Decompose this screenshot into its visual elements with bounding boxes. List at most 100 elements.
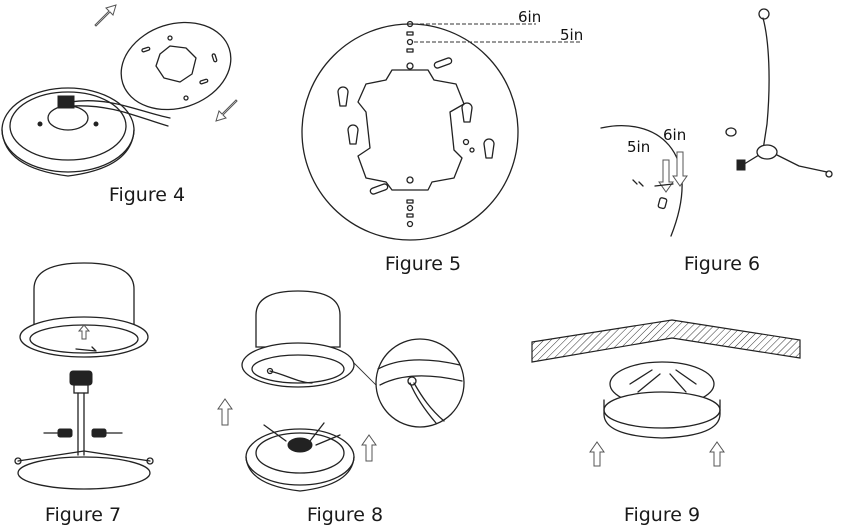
mounting-slot <box>211 53 218 63</box>
screw-icon <box>632 179 644 187</box>
dimension-label-6in: 6in <box>518 8 541 26</box>
mounting-slot-small <box>406 48 414 53</box>
up-arrow-icon <box>217 398 233 426</box>
mounting-hole <box>406 176 414 184</box>
lift-arrow-icon <box>215 99 238 122</box>
mounting-hole-6in <box>406 20 414 28</box>
cable-hook <box>758 8 770 20</box>
oval-slot <box>369 183 389 195</box>
detail-cable-hook <box>407 376 417 386</box>
down-arrow-icon <box>658 159 674 193</box>
ceiling-section <box>531 319 801 363</box>
oval-slot <box>433 57 453 69</box>
dome-trim-inner <box>251 354 345 384</box>
figure-9: Figure 9 <box>520 300 844 529</box>
detail-safety-cable <box>413 382 445 422</box>
detail-safety-cable <box>409 382 437 424</box>
detail-inset <box>375 338 465 428</box>
dome-trim-ring <box>241 342 355 388</box>
up-arrow-icon <box>709 441 725 467</box>
figure-6: 5in 6in Figure 6 <box>595 0 844 285</box>
quick-connector <box>69 370 93 386</box>
ceiling-edge-curve <box>600 125 683 237</box>
figure-4-drawing <box>1 4 238 177</box>
figure-8-caption: Figure 8 <box>306 504 384 526</box>
up-arrow-icon <box>361 434 377 462</box>
figure-8: Figure 8 <box>200 285 500 529</box>
mounting-hole-5in <box>406 38 414 46</box>
keyhole-slot <box>483 138 495 159</box>
figure-5-drawing: 6in 5in <box>301 8 583 241</box>
mounting-screw <box>654 183 674 187</box>
lift-arrow-icon <box>94 4 117 27</box>
figure-5: 6in 5in Figure 5 <box>300 0 600 285</box>
fixture-base-side <box>245 456 355 492</box>
mounting-bracket <box>740 149 828 173</box>
dimension-label-5in: 5in <box>560 26 583 44</box>
up-arrow-icon <box>77 324 91 340</box>
screw-head <box>725 127 737 137</box>
screw-icon <box>93 121 99 127</box>
figure-6-caption: Figure 6 <box>683 253 761 275</box>
keyhole-slot <box>461 102 473 123</box>
mounting-hole <box>462 138 470 146</box>
dimension-label-6in: 6in <box>663 126 686 144</box>
detail-trim-edge <box>379 375 463 386</box>
figure-4-caption: Figure 4 <box>108 184 186 206</box>
figure-7: Figure 7 <box>0 255 170 529</box>
wire-nut <box>57 428 73 438</box>
mounting-slot <box>199 78 209 85</box>
wire-nut <box>657 197 668 210</box>
connector-body <box>73 384 89 394</box>
mounting-plate <box>120 21 232 111</box>
fixture-side <box>603 399 721 439</box>
dome-diffuser <box>255 290 341 348</box>
keyhole-slot <box>337 86 349 107</box>
mounting-slot-small <box>406 213 414 218</box>
up-arrow-icon <box>589 441 605 467</box>
figure-6-drawing: 5in 6in <box>600 8 833 237</box>
fixture-ribs <box>629 369 697 393</box>
figure-9-caption: Figure 9 <box>623 504 701 526</box>
safety-cable <box>762 17 770 151</box>
rotate-arrow-icon <box>75 346 97 352</box>
mounting-hole <box>406 62 414 70</box>
fixture-base-inner-ring <box>9 91 127 161</box>
mounting-plate-center-cutout <box>155 45 197 83</box>
bracket-clip <box>736 159 746 171</box>
figure-4: Figure 4 <box>0 0 260 215</box>
bracket-end-hole <box>825 170 833 178</box>
detail-trim-edge <box>377 359 461 370</box>
wire-leads <box>263 422 341 446</box>
fixture-base <box>245 428 355 486</box>
fixture-lens <box>603 391 721 429</box>
mounting-hole <box>183 95 189 101</box>
wire-nut <box>91 428 107 438</box>
supply-wire <box>69 100 171 119</box>
dimension-label-5in: 5in <box>627 138 650 156</box>
driver-housing <box>287 437 313 453</box>
cable-clip <box>266 367 274 375</box>
down-arrow-icon <box>672 151 688 187</box>
base-plate <box>17 456 151 490</box>
supply-wire <box>71 105 169 127</box>
fixture-base-ring <box>255 432 345 474</box>
figure-5-caption: Figure 5 <box>384 253 462 275</box>
plate-center-cutout <box>357 69 465 191</box>
wire-end-loop <box>14 457 22 465</box>
figure-9-drawing <box>531 319 801 467</box>
mounting-hole <box>406 204 414 212</box>
mounting-hole <box>167 35 173 41</box>
mounting-hole <box>469 147 475 153</box>
fixture-base-side <box>1 129 135 177</box>
suspension-wire <box>17 450 151 462</box>
mounting-plate-outline <box>301 23 519 241</box>
bracket-hub <box>756 144 778 160</box>
figure-7-drawing <box>14 262 154 490</box>
figure-7-caption: Figure 7 <box>44 504 122 526</box>
screw-icon <box>37 121 43 127</box>
mounting-slot-small <box>406 199 414 204</box>
mounting-slot <box>141 46 151 53</box>
wire-end-loop <box>146 457 154 465</box>
